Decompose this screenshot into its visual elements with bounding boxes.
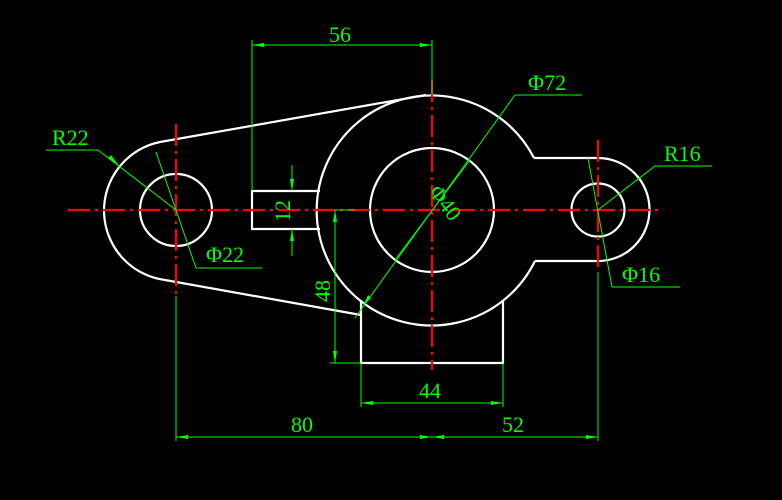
dim-left-span: 80 (291, 412, 313, 437)
top-tangent-line (159, 93, 427, 144)
dim-left-hole: Φ22 (206, 242, 244, 267)
bottom-tangent-line (164, 278, 362, 317)
dim-boss-width: 44 (419, 378, 441, 403)
dim-outer-diameter: Φ72 (528, 70, 566, 95)
dim-left-radius: R22 (52, 125, 89, 150)
dim-inner-diameter: Φ40 (424, 180, 467, 225)
dim-right-radius: R16 (664, 141, 701, 166)
left-lug-arc (102, 140, 166, 282)
object-outline (102, 93, 651, 365)
dim-right-span: 52 (502, 412, 524, 437)
center-lines (68, 80, 662, 370)
dim-slot-height: 12 (270, 200, 295, 222)
dim-56: 56 (329, 22, 351, 47)
dim-right-hole: Φ16 (622, 262, 660, 287)
dim-boss-height: 48 (310, 280, 335, 302)
main-outer-arc (315, 94, 536, 327)
dimension-lines (46, 40, 712, 441)
